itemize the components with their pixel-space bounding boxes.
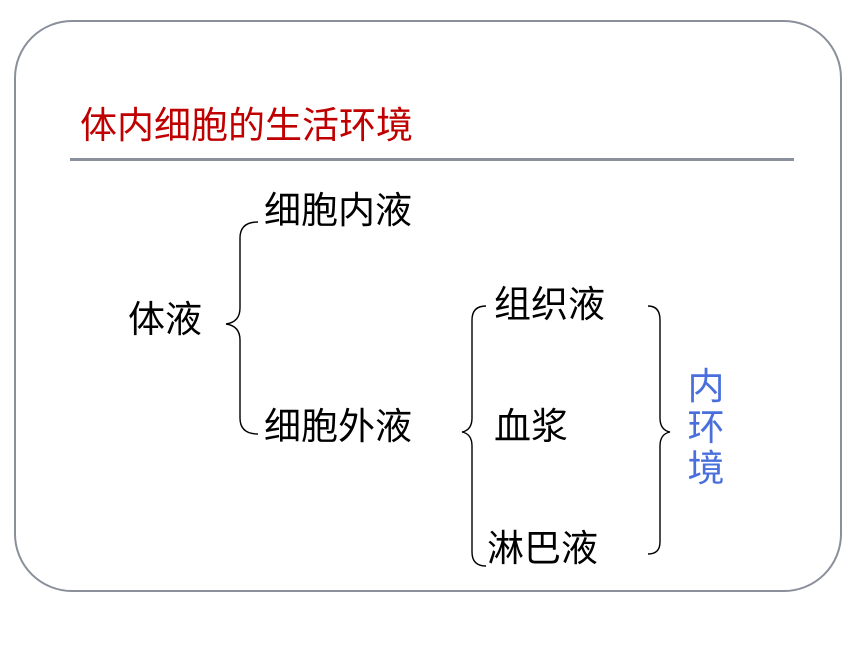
term-body-fluid: 体液: [128, 298, 202, 341]
label-inner-environment: 内 环 境: [684, 366, 728, 489]
title-underline: [70, 158, 794, 161]
inner-environment-char: 境: [687, 447, 725, 490]
slide-frame: [14, 20, 842, 592]
brace-inner-environment: [647, 305, 671, 555]
inner-environment-char: 内: [687, 365, 725, 408]
term-extracellular-fluid: 细胞外液: [264, 405, 412, 448]
term-lymph: 淋巴液: [487, 527, 598, 570]
brace-body-fluid: [225, 221, 259, 435]
brace-extracellular: [461, 305, 487, 567]
term-intracellular-fluid: 细胞内液: [264, 189, 412, 232]
term-tissue-fluid: 组织液: [494, 283, 605, 326]
inner-environment-char: 环: [687, 406, 725, 449]
page-title: 体内细胞的生活环境: [80, 104, 413, 147]
term-plasma: 血浆: [494, 405, 568, 448]
